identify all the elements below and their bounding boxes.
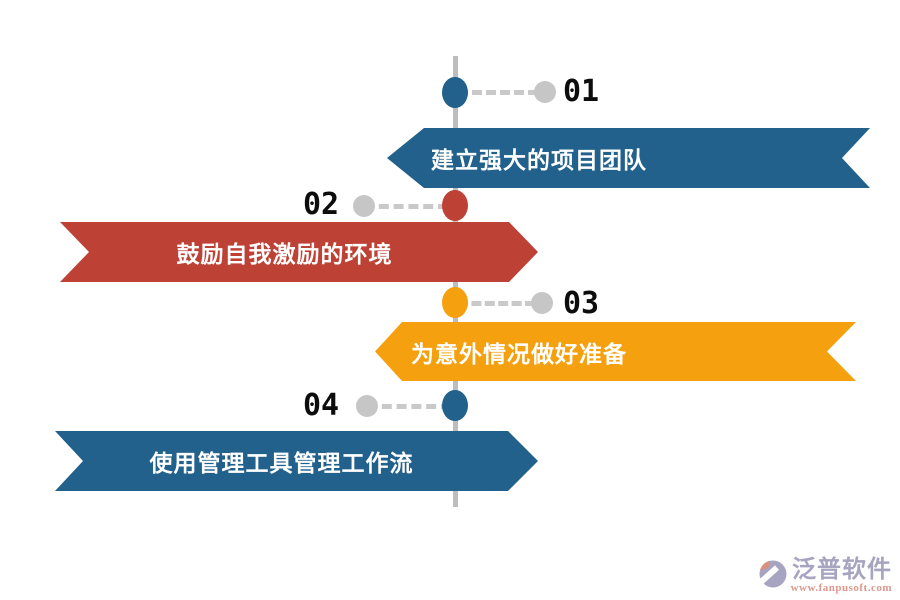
brand-name: 泛普软件 bbox=[792, 555, 892, 583]
brand-text-block: 泛普软件 www.fanpusoft.com bbox=[791, 556, 892, 594]
ribbon-banner-1: 建立强大的项目团队 bbox=[387, 128, 870, 188]
timeline-node-3 bbox=[442, 287, 468, 318]
step-number-2: 02 bbox=[303, 187, 340, 222]
banner-label-3: 为意外情况做好准备 bbox=[411, 341, 627, 368]
dashed-connector-3 bbox=[458, 301, 535, 306]
banner-label-2: 鼓励自我激励的环境 bbox=[176, 242, 393, 268]
dashed-connector-1 bbox=[458, 90, 538, 95]
banner-label-4: 使用管理工具管理工作流 bbox=[149, 451, 414, 477]
dashed-connector-4 bbox=[367, 404, 451, 409]
dashed-connector-2 bbox=[364, 204, 448, 209]
ribbon-banner-4: 使用管理工具管理工作流 bbox=[55, 431, 538, 491]
ribbon-banner-2: 鼓励自我激励的环境 bbox=[60, 222, 538, 282]
connector-dot-4 bbox=[356, 395, 378, 417]
timeline-node-1 bbox=[442, 77, 468, 108]
brand-url: www.fanpusoft.com bbox=[790, 582, 892, 594]
step-number-3: 03 bbox=[563, 286, 600, 321]
step-number-4: 04 bbox=[303, 388, 340, 423]
timeline-node-4 bbox=[442, 390, 468, 421]
step-number-1: 01 bbox=[563, 74, 600, 109]
connector-dot-2 bbox=[353, 195, 375, 217]
ribbon-banner-3: 为意外情况做好准备 bbox=[375, 322, 856, 381]
connector-dot-1 bbox=[534, 81, 556, 103]
connector-dot-3 bbox=[531, 292, 553, 314]
brand-watermark: 泛普软件 www.fanpusoft.com bbox=[756, 556, 892, 594]
banner-label-1: 建立强大的项目团队 bbox=[431, 148, 647, 174]
fanpu-logo-icon bbox=[756, 560, 787, 588]
timeline-node-2 bbox=[442, 190, 468, 221]
